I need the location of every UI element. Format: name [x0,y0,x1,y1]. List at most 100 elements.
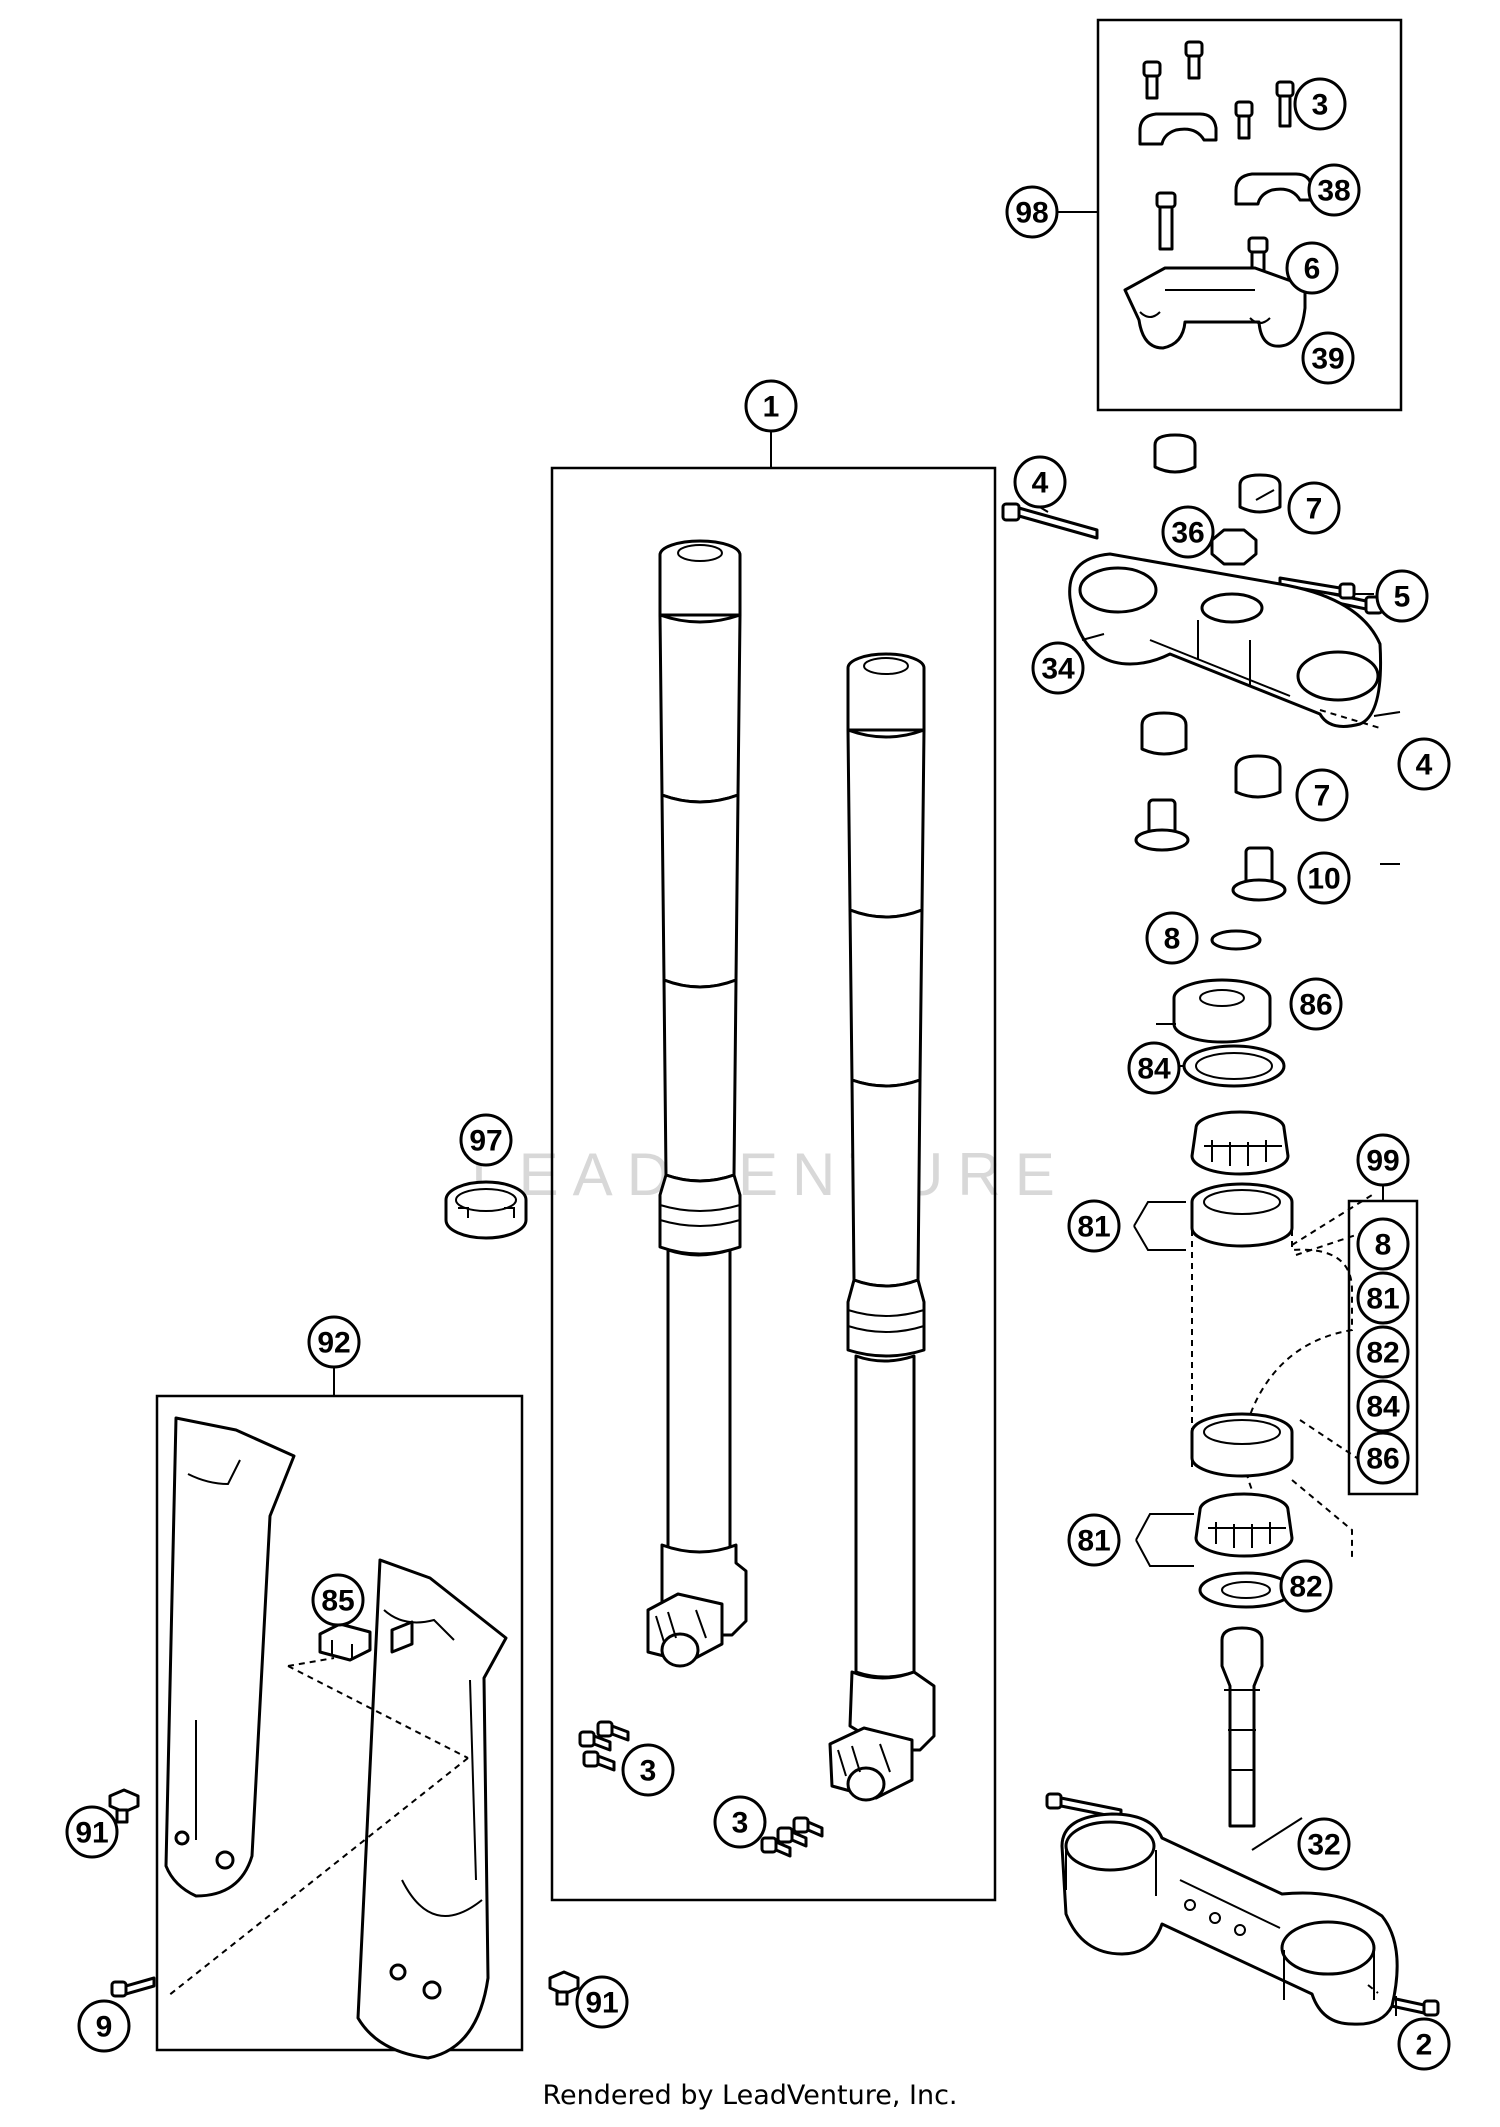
callout-label: 99 [1366,1145,1399,1178]
clamp-bolt [1184,40,1204,80]
callout-85: 85 [311,1573,365,1627]
callout-91: 91 [65,1805,119,1859]
callout-label: 85 [321,1585,354,1618]
long-bolt [1155,191,1177,251]
footer-credit: Rendered by LeadVenture, Inc. [542,2080,958,2111]
upper-bar-clamp [1234,172,1314,206]
fork-spacer-ring [444,1180,528,1240]
callout-81: 81 [1067,1513,1121,1567]
callout-86: 86 [1356,1431,1410,1485]
callout-label: 91 [585,1987,618,2020]
callout-84: 84 [1356,1379,1410,1433]
callout-39: 39 [1301,331,1355,385]
callout-label: 97 [469,1125,502,1158]
callout-82: 82 [1356,1325,1410,1379]
assembly-line [167,1657,469,1997]
callout-label: 32 [1307,1829,1340,1862]
callout-8: 8 [1356,1217,1410,1271]
callout-38: 38 [1307,163,1361,217]
callout-label: 4 [1416,749,1433,782]
callout-label: 9 [96,2011,113,2044]
callout-label: 6 [1304,253,1321,286]
fork-guard-right [356,1558,508,2060]
callout-92: 92 [307,1315,361,1369]
callout-label: 8 [1375,1229,1392,1262]
callout-81: 81 [1067,1199,1121,1253]
callout-7: 7 [1295,768,1349,822]
flange-bushing [1134,798,1190,852]
callout-label: 8 [1164,923,1181,956]
callout-81: 81 [1356,1271,1410,1325]
steering-column-outline [1191,1194,1387,1560]
callout-label: 81 [1077,1525,1110,1558]
clamp-bolt [1234,100,1254,140]
o-ring [1210,929,1262,951]
callout-8: 8 [1145,911,1199,965]
taper-bearing-lower [1194,1492,1294,1558]
steering-stem [1220,1626,1264,1828]
clamp-bolt [1275,80,1295,128]
callout-4: 4 [1397,737,1451,791]
clamp-bolt-long [1001,502,1099,540]
callout-label: 81 [1366,1283,1399,1316]
bushing [1153,433,1197,474]
callout-1: 1 [744,379,798,433]
fork-guard-left [164,1416,296,1898]
lower-triple-clamp [1045,1626,1440,2026]
callout-label: 86 [1299,989,1332,1022]
callout-label: 39 [1311,343,1344,376]
callout-label: 3 [732,1807,749,1840]
callout-34: 34 [1031,641,1085,695]
fork-leg-left [646,539,748,1668]
bushing [1234,754,1282,799]
callout-label: 7 [1306,493,1323,526]
guard-screw [108,1788,140,1824]
taper-bearing-upper [1190,1110,1290,1176]
callout-3: 3 [1293,77,1347,131]
bearing-seal [1182,1044,1286,1088]
callout-label: 84 [1366,1391,1400,1424]
guard-screw [548,1970,580,2006]
bearing-race-upper [1190,1182,1294,1248]
fork-leg-right [828,652,936,1802]
callout-label: 84 [1137,1053,1171,1086]
steering-nut [1210,528,1258,566]
callout-82: 82 [1279,1559,1333,1613]
callout-label: 82 [1366,1337,1399,1370]
callout-9: 9 [77,1999,131,2053]
handlebar-support [1123,266,1307,350]
callout-label: 38 [1317,175,1350,208]
upper-bar-clamp [1138,112,1218,146]
callout-99: 99 [1356,1133,1410,1187]
callout-label: 7 [1314,780,1331,813]
callout-10: 10 [1297,851,1351,905]
callout-86: 86 [1289,977,1343,1031]
callout-98: 98 [1005,185,1059,239]
seal-ring [1172,978,1272,1044]
dust-seal-lower [1198,1571,1294,1609]
callout-label: 4 [1032,467,1049,500]
callout-97: 97 [459,1113,513,1167]
callout-36: 36 [1161,505,1215,559]
callout-label: 5 [1394,581,1411,614]
handlebar-clamp-set [1123,40,1314,350]
axle-clamp-bolts [760,1816,824,1858]
callout-2: 2 [1397,2017,1451,2071]
callout-label: 34 [1041,653,1075,686]
callout-3: 3 [713,1795,767,1849]
callout-3: 3 [621,1743,675,1797]
callout-label: 3 [640,1755,657,1788]
clamp-bolt [1142,60,1162,100]
bushing [1238,473,1282,514]
bushing [1140,711,1188,756]
frame-1 [550,466,997,1902]
callout-7: 7 [1287,481,1341,535]
watermark-text: LEADVENTURE [471,1141,1068,1208]
callout-label: 1 [763,391,780,424]
callout-label: 2 [1416,2029,1433,2062]
bearing-race-lower [1190,1412,1294,1478]
callout-84: 84 [1127,1041,1181,1095]
upper-triple-clamp-group [1001,433,1384,729]
